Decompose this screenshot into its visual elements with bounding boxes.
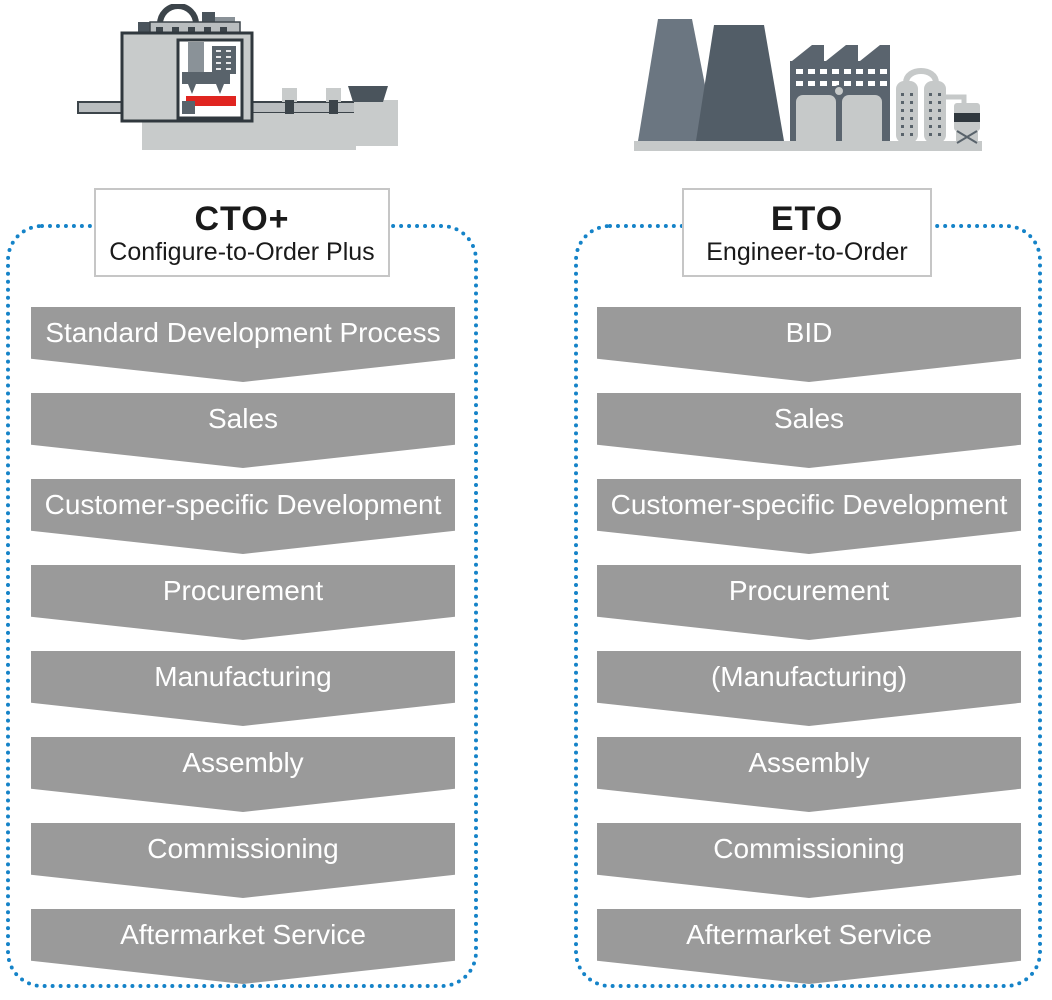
cto-title: CTO+ xyxy=(194,199,290,238)
power-plant-icon xyxy=(634,19,982,151)
eto-subtitle: Engineer-to-Order xyxy=(706,237,908,266)
cnc-machine-icon xyxy=(77,4,398,150)
cto-header: CTO+ Configure-to-Order Plus xyxy=(94,188,390,277)
eto-title: ETO xyxy=(770,199,844,238)
cto-subtitle: Configure-to-Order Plus xyxy=(109,237,375,266)
eto-header: ETO Engineer-to-Order xyxy=(682,188,932,277)
